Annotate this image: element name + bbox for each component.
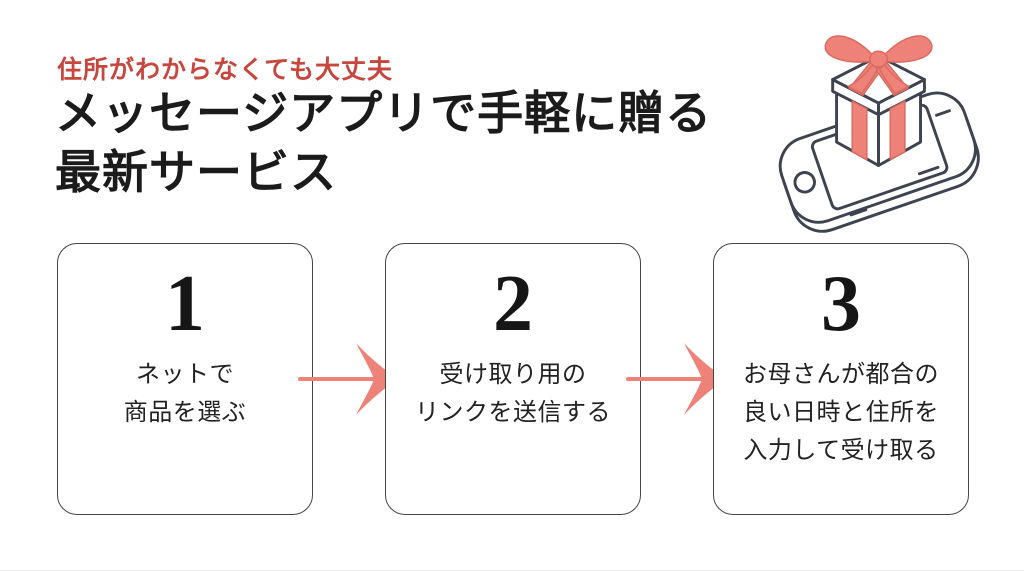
step-text-line: 受け取り用の xyxy=(439,360,587,388)
step-number-2: 2 xyxy=(493,260,533,348)
page-title: メッセージアプリで手軽に贈る最新サービス xyxy=(55,84,712,202)
step-card-3: 3 お母さんが都合の 良い日時と住所を 入力して受け取る xyxy=(713,243,969,515)
arrow-zone-2 xyxy=(626,243,726,515)
step-text-3: お母さんが都合の 良い日時と住所を 入力して受け取る xyxy=(714,356,968,470)
page-title-line2: 最新サービス xyxy=(55,147,337,198)
step-text-line: ネットで xyxy=(136,360,234,388)
step-number-1: 1 xyxy=(165,260,205,348)
step-text-line: お母さんが都合の xyxy=(743,360,939,388)
step-text-line: リンクを送信する xyxy=(415,398,611,426)
step-card-2: 2 受け取り用の リンクを送信する xyxy=(385,243,641,515)
step-text-line: 入力して受け取る xyxy=(743,436,939,464)
step-number-3: 3 xyxy=(821,260,861,348)
arrow-zone-1 xyxy=(298,243,398,515)
step-text-line: 商品を選ぶ xyxy=(123,398,247,426)
smartphone-gift-icon xyxy=(778,35,980,233)
step-text-1: ネットで 商品を選ぶ xyxy=(58,356,312,432)
page-title-line1: メッセージアプリで手軽に贈る xyxy=(55,88,713,139)
right-arrow-icon xyxy=(626,343,726,415)
step-text-2: 受け取り用の リンクを送信する xyxy=(386,356,640,432)
right-arrow-icon xyxy=(298,343,398,415)
step-text-line: 良い日時と住所を xyxy=(743,398,939,426)
steps-row: 1 ネットで 商品を選ぶ 2 受け取り用の リンクを送信する xyxy=(57,243,969,515)
smartphone-gift-illustration xyxy=(778,28,983,233)
tagline: 住所がわからなくても大丈夫 xyxy=(57,56,394,84)
step-card-1: 1 ネットで 商品を選ぶ xyxy=(57,243,313,515)
